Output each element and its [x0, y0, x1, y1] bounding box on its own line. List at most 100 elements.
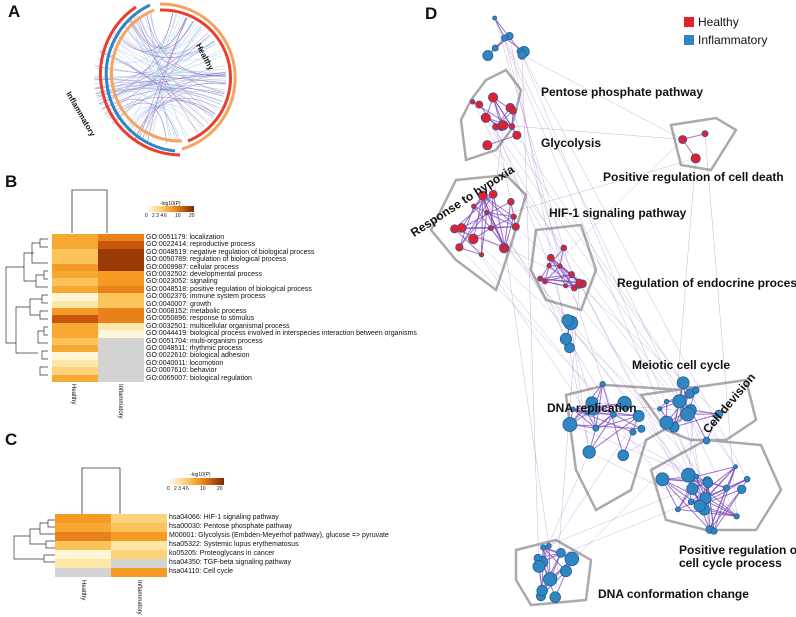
- network-edge: [696, 466, 736, 477]
- chord-link: [95, 15, 181, 95]
- network-node: [657, 406, 663, 412]
- heatmap-row-label: hsa04350: TGF-beta signaling pathway: [169, 559, 292, 566]
- network-edge: [521, 54, 748, 480]
- heatmap-row-label: GO:0050789: regulation of biological pro…: [146, 256, 287, 264]
- heatmap-row-label: GO:0022414: reproductive process: [146, 241, 255, 249]
- network-node: [637, 424, 646, 433]
- network-edge: [481, 254, 663, 480]
- network-node: [584, 410, 590, 416]
- heatmap-cell: [52, 271, 98, 279]
- network-node: [480, 112, 491, 123]
- heatmap-row-label: GO:0040007: growth: [146, 300, 211, 308]
- network-node: [537, 275, 544, 282]
- network-edge: [495, 126, 512, 202]
- cluster-label-pentose: Pentose phosphate pathway: [541, 85, 704, 99]
- network-node: [702, 477, 714, 489]
- network-node: [501, 34, 509, 42]
- heatmap-row-label: GO:0009987: cellular process: [146, 263, 239, 271]
- heatmap-cell: [52, 263, 98, 271]
- chord-link: [137, 100, 216, 141]
- heatmap-cell: [98, 352, 144, 360]
- network-edge: [485, 117, 580, 283]
- heatmap-row-label: M00001: Glycolysis (Embden-Meyerhof path…: [169, 532, 389, 539]
- heatmap-row-label: hsa00030: Pentose phosphate pathway: [169, 523, 292, 530]
- heatmap-b-tick-0: 0: [145, 213, 148, 219]
- network-node: [508, 123, 516, 130]
- network-edge: [713, 466, 737, 532]
- network-node: [484, 209, 490, 216]
- cluster-outline: [529, 223, 598, 312]
- network-edge: [707, 482, 715, 532]
- chord-link: [94, 42, 217, 80]
- network-edge: [495, 126, 550, 266]
- network-node: [469, 99, 476, 105]
- panel-label-a: A: [8, 2, 21, 21]
- heatmap-c-tick-3: 10: [200, 486, 206, 492]
- heatmap-cell: [55, 541, 111, 550]
- network-edge: [494, 17, 506, 39]
- heatmap-cell: [98, 367, 144, 375]
- heatmap-row-label: GO:0040011: locomotion: [146, 359, 224, 367]
- chord-link: [144, 13, 215, 55]
- heatmap-cell: [111, 559, 167, 568]
- network-node: [455, 243, 464, 252]
- heatmap-cell: [55, 559, 111, 568]
- network-node: [511, 222, 520, 231]
- network-edge: [544, 274, 572, 283]
- network-edge: [486, 212, 506, 248]
- heatmap-c-tick-2: 6: [186, 486, 189, 492]
- chord-link: [109, 35, 226, 76]
- heatmap-cell: [111, 568, 167, 577]
- network-node: [680, 406, 695, 422]
- heatmap-cell: [55, 514, 111, 523]
- heatmap-cell: [111, 514, 167, 523]
- network-node: [575, 278, 583, 286]
- heatmap-cell: [98, 278, 144, 286]
- network-node: [676, 376, 690, 389]
- heatmap-cell: [98, 345, 144, 353]
- network-edge: [704, 133, 737, 517]
- network-edge: [473, 205, 517, 228]
- heatmap-row-label: GO:0032501: multicellular organismal pro…: [146, 322, 290, 330]
- chord-link: [99, 50, 221, 105]
- network-edge: [490, 227, 689, 476]
- heatmap-cell: [98, 285, 144, 294]
- chord-link: [109, 35, 213, 119]
- chord-link: [95, 87, 222, 102]
- heatmap-cell: [111, 532, 167, 541]
- heatmap-cell: [98, 241, 144, 249]
- heatmap-b-tick-3: 10: [175, 213, 181, 219]
- chord-link: [134, 16, 225, 93]
- network-node: [690, 153, 701, 164]
- network-edge: [690, 466, 736, 503]
- heatmap-cell: [52, 330, 98, 338]
- network-node: [568, 271, 576, 279]
- network-edge: [572, 408, 597, 429]
- network-node: [559, 332, 572, 346]
- network-node: [487, 225, 494, 232]
- network-node: [546, 542, 552, 549]
- network-edge: [588, 415, 639, 453]
- network-node: [687, 498, 695, 506]
- network-node: [561, 314, 574, 327]
- network-node: [733, 513, 740, 520]
- heatmap-c-tick-4: 20: [217, 486, 223, 492]
- cluster-outline: [459, 68, 523, 162]
- network-edge: [677, 476, 697, 510]
- network-edge: [494, 18, 572, 275]
- network-node: [659, 415, 674, 430]
- heatmap-cell: [52, 308, 98, 316]
- network-edge: [503, 201, 512, 249]
- network-edge: [543, 480, 708, 548]
- chord-link: [122, 23, 218, 111]
- legend-inflammatory-label: Inflammatory: [698, 33, 768, 47]
- heatmap-cell: [55, 568, 111, 577]
- heatmap-row-label: hsa04066: HIF-1 signaling pathway: [169, 514, 279, 521]
- network-edge: [595, 415, 639, 429]
- network-node: [672, 394, 687, 409]
- chord-link: [122, 23, 225, 93]
- network-edge: [482, 195, 517, 228]
- chord-link: [94, 73, 226, 77]
- heatmap-b-col-inflammatory: Inflammatory: [117, 384, 123, 419]
- heatmap-cell: [55, 532, 111, 541]
